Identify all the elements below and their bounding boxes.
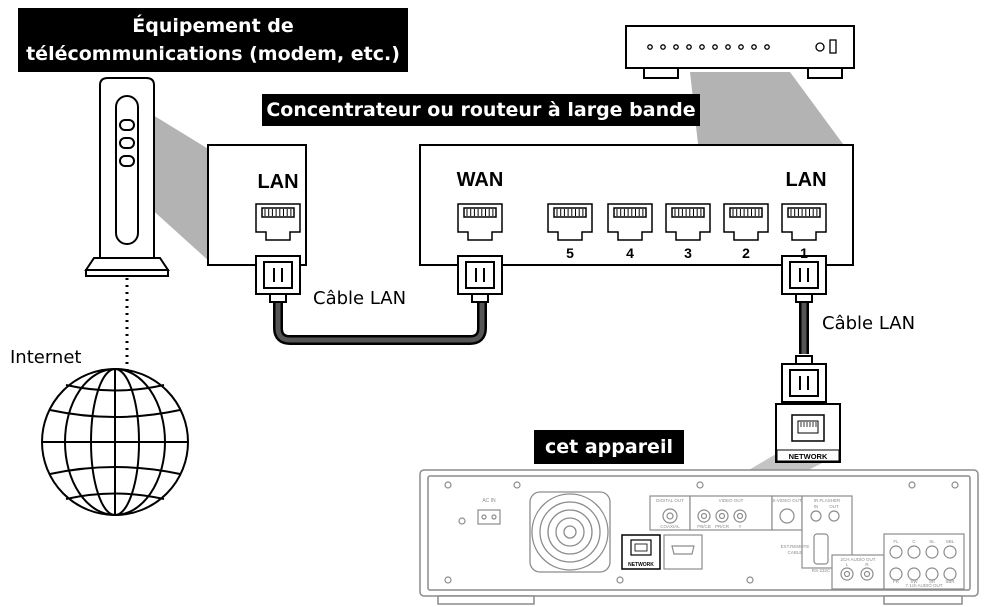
- in-label: IN: [814, 504, 819, 509]
- fl-label: FL: [893, 539, 899, 544]
- cable-label-left: Câble LAN: [313, 288, 406, 309]
- panel-network-label: NETWORK: [628, 562, 654, 568]
- router-port-3: [665, 203, 711, 241]
- ac-in-label: AC IN: [482, 498, 496, 504]
- modem-title-line2: télécommunications (modem, etc.): [26, 43, 400, 65]
- ir-flasher-label: IR FLASHER: [814, 498, 841, 503]
- fr-label: FR: [893, 579, 900, 584]
- sbl-label: SBL: [946, 539, 955, 544]
- modem-device: [84, 77, 170, 277]
- port-number-3: 3: [684, 245, 692, 261]
- modem-lan-label: LAN: [257, 171, 298, 193]
- port-number-5: 5: [566, 245, 574, 261]
- av-port-block: [649, 495, 853, 569]
- modem-lan-port: [255, 203, 301, 241]
- coaxial-label: COAXIAL: [660, 524, 680, 529]
- router-wan-cable-plug: [457, 255, 503, 303]
- modem-zoom-shadow: [148, 112, 210, 262]
- router-wan-port: [457, 203, 503, 241]
- pr-cr-label: PR/CR: [715, 524, 730, 529]
- router-device: [625, 25, 855, 79]
- router-title-label: Concentrateur ou routeur à large bande: [262, 94, 700, 126]
- digital-out-label: DIGITAL OUT: [656, 498, 684, 503]
- audio-r-label: R: [865, 562, 869, 567]
- out-label: OUT: [829, 504, 839, 509]
- cable-label: CABLE: [788, 550, 803, 555]
- port-number-2: 2: [742, 245, 750, 261]
- audio-71-label: 7.1ch AUDIO OUT: [905, 583, 942, 588]
- lan-cable-modem-router-inner: [275, 298, 485, 343]
- pb-cb-label: PB/CB: [697, 524, 711, 529]
- audio-out-block: [831, 533, 965, 590]
- router-port-1: [781, 203, 827, 241]
- router-port-numbers: 5 4 3 2 1: [566, 245, 808, 261]
- router-port-4: [607, 203, 653, 241]
- router-status-leds: [647, 39, 837, 54]
- modem-title-label: Équipement de télécommunications (modem,…: [18, 8, 408, 72]
- ac-inlet: [477, 509, 501, 525]
- network-port-callout: NETWORK: [775, 403, 841, 463]
- fan-grille: [529, 491, 611, 573]
- audio-l-label: L: [846, 562, 849, 567]
- ext-remote-label: EXT.REMOTE: [781, 544, 810, 549]
- router-wan-label: WAN: [457, 169, 504, 191]
- sw-label: SW: [910, 579, 918, 584]
- router-port1-cable-plug: [781, 255, 827, 303]
- video-out-label: VIDEO OUT: [719, 498, 744, 503]
- hdmi-port: [663, 534, 703, 570]
- modem-cable-plug: [255, 255, 301, 303]
- device-cable-plug: [781, 355, 827, 403]
- sl-label: SL: [929, 539, 935, 544]
- audio-out-label: 2CH AUDIO OUT: [840, 557, 875, 562]
- router-lan-label: LAN: [785, 169, 826, 191]
- s-video-label: S-VIDEO OUT: [772, 498, 802, 503]
- internet-label: Internet: [10, 347, 81, 368]
- panel-network-port: NETWORK: [621, 534, 661, 570]
- port-number-4: 4: [626, 245, 634, 261]
- rs232c-label: RS-232C: [812, 568, 831, 573]
- modem-title-line1: Équipement de: [132, 15, 294, 37]
- sr-label: SR: [929, 579, 936, 584]
- port-number-1: 1: [800, 245, 808, 261]
- router-port-2: [723, 203, 769, 241]
- router-port-5: [547, 203, 593, 241]
- device-title-label: cet appareil: [534, 430, 684, 464]
- router-zoom-shadow: [690, 72, 843, 144]
- cable-label-right: Câble LAN: [822, 313, 915, 334]
- c-label: C: [912, 539, 916, 544]
- globe-icon: [41, 368, 189, 516]
- network-callout-label: NETWORK: [789, 452, 828, 461]
- y-label: Y: [738, 524, 741, 529]
- sbr-label: SBR: [945, 579, 955, 584]
